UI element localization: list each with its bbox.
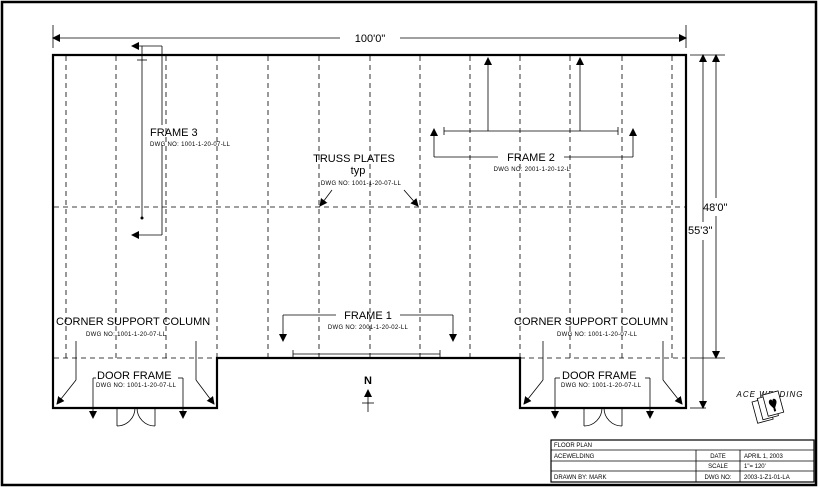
truss-sub: typ	[351, 165, 366, 177]
inner-height-label: 48'0"	[703, 202, 727, 214]
frame2-callout: FRAME 2 DWG NO: 2001-1-20-12-L	[430, 57, 637, 173]
ace-welding-logo: ACE WELDING	[735, 390, 803, 424]
dimension-height: 48'0" 55'3"	[688, 54, 727, 409]
corner-left-title: CORNER SUPPORT COLUMN	[56, 316, 210, 328]
truss-plates-callout: TRUSS PLATES typ DWG NO: 1001-1-20-07-LL	[313, 153, 419, 207]
corner-right-title: CORNER SUPPORT COLUMN	[514, 316, 668, 328]
corner-left-callout: CORNER SUPPORT COLUMN DWG NO: 1001-1-20-…	[56, 316, 215, 405]
north-arrow: N	[362, 375, 374, 412]
door-left-title: DOOR FRAME	[97, 370, 172, 382]
corner-right-dwg: DWG NO: 1001-1-20-07-LL	[557, 332, 638, 338]
frame2-title: FRAME 2	[507, 152, 555, 164]
dimension-width: 100'0"	[52, 25, 687, 48]
title-block: FLOOR PLAN ACEWELDING DATE APRIL 1, 2003…	[550, 439, 815, 483]
building-outline	[51, 53, 688, 410]
drawn-by: DRAWN BY: MARK	[554, 475, 606, 481]
door-right-callout: DOOR FRAME DWG NO: 1001-1-20-07-LL	[551, 370, 654, 427]
door-left-callout: DOOR FRAME DWG NO: 1001-1-20-07-LL	[89, 370, 187, 427]
title-block-company: ACEWELDING	[554, 454, 595, 460]
truss-dwg: DWG NO: 1001-1-20-07-LL	[321, 181, 402, 187]
date-value: APRIL 1, 2003	[744, 454, 783, 460]
outer-height-label: 55'3"	[688, 225, 712, 237]
door-left-dwg: DWG NO: 1001-1-20-07-LL	[96, 383, 177, 389]
door-right-dwg: DWG NO: 1001-1-20-07-LL	[561, 383, 642, 389]
frame3-title: FRAME 3	[150, 127, 198, 139]
scale-label: SCALE	[708, 464, 728, 470]
frame1-dwg: DWG NO: 2001-1-20-02-LL	[328, 325, 409, 331]
frame1-title: FRAME 1	[344, 310, 392, 322]
frame1-callout: FRAME 1 DWG NO: 2001-1-20-02-LL	[279, 310, 457, 358]
dwg-label: DWG NO:	[705, 475, 732, 481]
truss-title: TRUSS PLATES	[313, 153, 395, 165]
frame3-callout: FRAME 3 DWG NO: 1001-1-20-07-LL	[131, 42, 231, 239]
frame3-dwg: DWG NO: 1001-1-20-07-LL	[150, 142, 231, 148]
date-label: DATE	[710, 454, 726, 460]
title-block-header: FLOOR PLAN	[554, 443, 592, 449]
corner-left-dwg: DWG NO: 1001-1-20-07-LL	[86, 332, 167, 338]
frame2-dwg: DWG NO: 2001-1-20-12-L	[494, 167, 571, 173]
dwg-value: 2003-1-Z1-01-LA	[744, 475, 790, 481]
scale-value: 1"= 120'	[744, 464, 766, 470]
corner-right-callout: CORNER SUPPORT COLUMN DWG NO: 1001-1-20-…	[514, 316, 683, 405]
width-dimension-label: 100'0"	[355, 33, 386, 45]
door-right-title: DOOR FRAME	[562, 370, 637, 382]
north-label: N	[364, 375, 372, 387]
